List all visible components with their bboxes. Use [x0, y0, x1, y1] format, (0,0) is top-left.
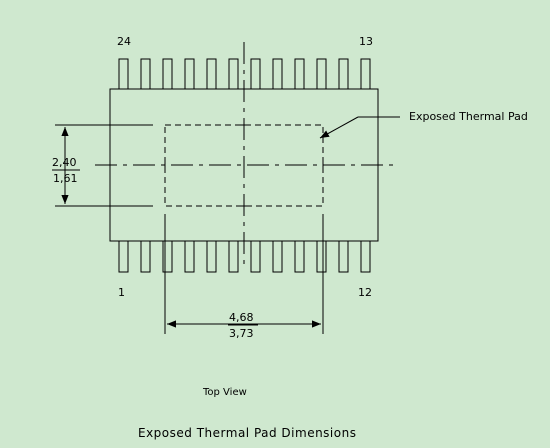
top-pin	[118, 58, 129, 90]
bottom-pin	[294, 240, 305, 273]
width-max-value: 4,68	[229, 311, 254, 324]
bottom-pin	[162, 240, 173, 273]
pad-cross-marks	[164, 124, 324, 207]
top-pin	[316, 58, 327, 90]
top-pin	[228, 58, 239, 90]
height-max-value: 2,40	[52, 156, 77, 169]
pin-number-1: 1	[118, 286, 125, 299]
bottom-pin	[316, 240, 327, 273]
top-pin	[360, 58, 371, 90]
bottom-pin	[118, 240, 129, 273]
top-pin	[206, 58, 217, 90]
bottom-pin	[228, 240, 239, 273]
top-pin	[250, 58, 261, 90]
pin-number-24: 24	[117, 35, 131, 48]
width-min-value: 3,73	[229, 327, 254, 340]
thermal-pad-callout-label: Exposed Thermal Pad	[409, 110, 528, 123]
top-pin	[294, 58, 305, 90]
height-dimension	[52, 124, 153, 207]
bottom-pin	[272, 240, 283, 273]
top-pin	[162, 58, 173, 90]
bottom-pin	[140, 240, 151, 273]
top-pin	[338, 58, 349, 90]
top-pin	[140, 58, 151, 90]
bottom-pin	[184, 240, 195, 273]
height-min-value: 1,61	[53, 172, 78, 185]
view-label: Top View	[203, 387, 247, 398]
pin-number-12: 12	[358, 286, 372, 299]
figure-caption: Exposed Thermal Pad Dimensions	[138, 426, 357, 440]
bottom-pin	[338, 240, 349, 273]
width-dimension	[164, 214, 324, 334]
top-pin	[184, 58, 195, 90]
bottom-pin	[360, 240, 371, 273]
bottom-pin	[206, 240, 217, 273]
pin-number-13: 13	[359, 35, 373, 48]
bottom-pin	[250, 240, 261, 273]
callout-leader	[319, 116, 400, 139]
top-pin	[272, 58, 283, 90]
